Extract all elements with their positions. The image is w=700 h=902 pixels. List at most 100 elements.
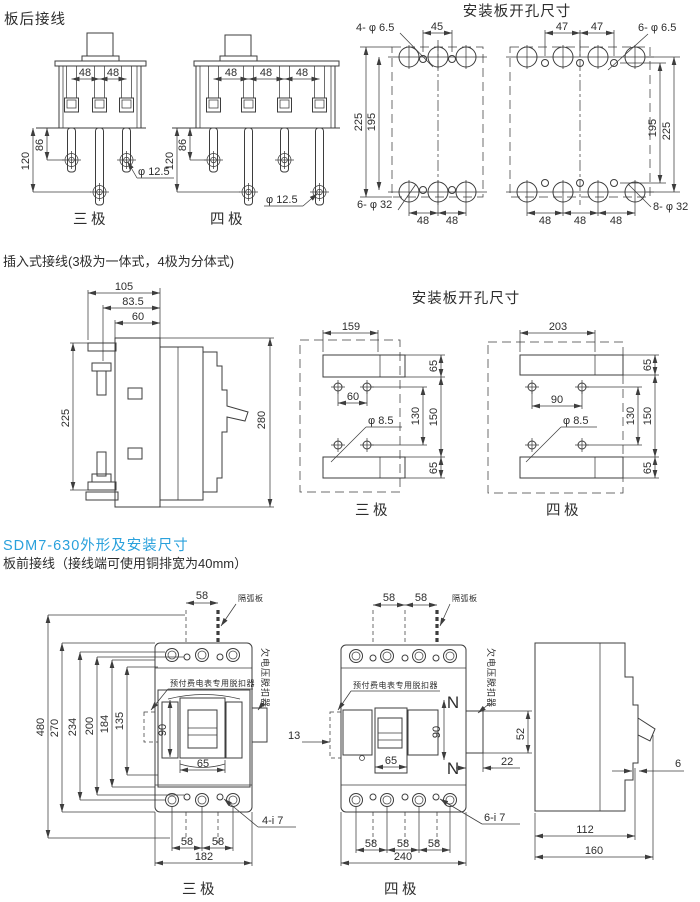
dim-195-c: 195 bbox=[366, 113, 378, 131]
annotation-undervoltage-release-3p: 欠电压脱扣器 bbox=[260, 648, 271, 708]
dim-200: 200 bbox=[84, 717, 96, 735]
dim-130-g: 130 bbox=[625, 407, 637, 425]
plugin-side-view: 105 83.5 60 225 280 bbox=[60, 281, 274, 508]
dim-58-h-b1: 58 bbox=[181, 836, 193, 848]
label-holes-small-c: 4- φ 6.5 bbox=[356, 22, 394, 34]
label-holes-h: 4-i 7 bbox=[262, 815, 283, 827]
section3-subtitle: 板前接线（接线端可使用铜排宽为40mm） bbox=[3, 556, 247, 571]
dim-22: 22 bbox=[501, 756, 513, 768]
letter-n-bottom: N bbox=[447, 759, 459, 778]
label-holes-big-c: 6- φ 32 bbox=[357, 199, 392, 211]
dim-58-i-b3: 58 bbox=[428, 838, 440, 850]
annotation-prepaid-release-4p: 预付费电表专用脱扣器 bbox=[353, 680, 438, 690]
label-4pole-front: 四极 bbox=[384, 881, 420, 898]
dim-480: 480 bbox=[35, 718, 47, 736]
dim-65-g-top: 65 bbox=[642, 359, 654, 371]
annotation-undervoltage-release-4p: 欠电压脱扣器 bbox=[486, 648, 497, 708]
dim-65-f-top: 65 bbox=[428, 360, 440, 372]
dim-45: 45 bbox=[431, 21, 443, 33]
side-view-outline: 6 112 160 bbox=[534, 642, 684, 860]
dim-48-c1: 48 bbox=[417, 215, 429, 227]
dim-6: 6 bbox=[675, 758, 681, 770]
label-holes-small-d: 6- φ 6.5 bbox=[638, 22, 676, 34]
dim-225-e: 225 bbox=[60, 409, 72, 427]
dim-195-d: 195 bbox=[647, 119, 659, 137]
label-4pole-rear: 四极 bbox=[210, 211, 246, 228]
dim-135: 135 bbox=[114, 712, 126, 730]
rear-view-3pole: 48 48 86 120 φ 12.5 三极 bbox=[20, 32, 174, 228]
front-view-3pole: 预付费电表专用脱扣器 欠电压脱扣器 90 65 58 隔弧板 480 270 2… bbox=[35, 590, 296, 898]
dim-65-f-bot: 65 bbox=[428, 462, 440, 474]
dim-52: 52 bbox=[515, 728, 527, 740]
dim-90-g: 90 bbox=[551, 394, 563, 406]
label-holes-i: 6-i 7 bbox=[484, 812, 505, 824]
dim-58-i-b1: 58 bbox=[365, 838, 377, 850]
dim-203: 203 bbox=[549, 321, 567, 333]
dim-58-h-top: 58 bbox=[196, 590, 208, 602]
annotation-prepaid-release-3p: 预付费电表专用脱扣器 bbox=[170, 678, 255, 688]
dim-pitch-a1: 48 bbox=[79, 67, 91, 79]
dim-182: 182 bbox=[195, 851, 213, 863]
label-3pole-rear: 三极 bbox=[73, 211, 109, 228]
dim-150-g: 150 bbox=[642, 407, 654, 425]
dim-65-i: 65 bbox=[385, 755, 397, 767]
mount-plate-3pole-top: 45 4- φ 6.5 225 195 6- φ 32 48 48 bbox=[353, 21, 487, 227]
dim-240: 240 bbox=[394, 851, 412, 863]
dim-60-f: 60 bbox=[347, 391, 359, 403]
label-arc-plate-3p: 隔弧板 bbox=[238, 593, 264, 603]
mount-plate-4pole-top: 47 47 6- φ 6.5 195 225 8- φ 32 48 48 48 bbox=[506, 21, 688, 227]
letter-n-top: N bbox=[447, 693, 459, 712]
rear-view-4pole: 48 48 48 86 120 φ 12.5 四极 bbox=[164, 34, 340, 228]
dim-pitch-b1: 48 bbox=[225, 67, 237, 79]
dim-86-a: 86 bbox=[34, 139, 46, 151]
dim-90-i: 90 bbox=[431, 726, 443, 738]
dim-pitch-a2: 48 bbox=[107, 67, 119, 79]
dim-48-d1: 48 bbox=[539, 215, 551, 227]
dim-120-a: 120 bbox=[20, 152, 32, 170]
dim-58-i-t2: 58 bbox=[415, 592, 427, 604]
dim-65-h: 65 bbox=[197, 758, 209, 770]
label-3pole-cutout: 三极 bbox=[355, 502, 391, 519]
dim-159: 159 bbox=[342, 321, 360, 333]
label-holes-big-d: 8- φ 32 bbox=[653, 201, 688, 213]
dim-160: 160 bbox=[585, 845, 603, 857]
dim-120-b: 120 bbox=[164, 152, 176, 170]
mount-mid-title: 安装板开孔尺寸 bbox=[412, 289, 521, 307]
front-view-4pole: 58 58 隔弧板 预付费电表专用脱扣器 13 N N 65 90 欠电压脱扣器… bbox=[288, 592, 532, 898]
dim-130-f: 130 bbox=[410, 407, 422, 425]
mount-cutout-3pole: 159 60 130 65 150 65 φ 8.5 三极 bbox=[299, 321, 445, 519]
dim-47-a: 47 bbox=[556, 21, 568, 33]
dim-90-h: 90 bbox=[157, 724, 169, 736]
label-arc-plate-4p: 隔弧板 bbox=[452, 593, 478, 603]
dim-184: 184 bbox=[99, 715, 111, 733]
dim-86-b: 86 bbox=[177, 139, 189, 151]
dim-48-d2: 48 bbox=[574, 215, 586, 227]
dim-60-e: 60 bbox=[132, 311, 144, 323]
dim-47-b: 47 bbox=[591, 21, 603, 33]
dim-58-i-t1: 58 bbox=[383, 592, 395, 604]
dim-hole-g: φ 8.5 bbox=[563, 415, 588, 427]
label-4pole-cutout: 四极 bbox=[546, 502, 582, 519]
dim-234: 234 bbox=[67, 718, 79, 736]
dim-150-f: 150 bbox=[428, 408, 440, 426]
dim-hole-b: φ 12.5 bbox=[266, 194, 298, 206]
dim-105: 105 bbox=[115, 281, 133, 293]
mount-top-title: 安装板开孔尺寸 bbox=[463, 2, 572, 20]
dim-48-d3: 48 bbox=[610, 215, 622, 227]
section2-title: 插入式接线(3极为一体式，4极为分体式) bbox=[3, 254, 234, 269]
section1-title: 板后接线 bbox=[4, 10, 66, 28]
dim-112: 112 bbox=[576, 824, 594, 836]
dim-13: 13 bbox=[288, 730, 300, 742]
dim-hole-a: φ 12.5 bbox=[138, 166, 170, 178]
mount-cutout-4pole: 203 90 130 65 150 65 φ 8.5 四极 bbox=[487, 321, 659, 519]
dim-58-h-b2: 58 bbox=[212, 836, 224, 848]
label-3pole-front: 三极 bbox=[182, 881, 218, 898]
dim-83-5: 83.5 bbox=[122, 296, 143, 308]
dim-225-c: 225 bbox=[353, 113, 365, 131]
dim-280: 280 bbox=[256, 411, 268, 429]
dim-270: 270 bbox=[49, 719, 61, 737]
dim-58-i-b2: 58 bbox=[397, 838, 409, 850]
dim-pitch-b2: 48 bbox=[260, 67, 272, 79]
